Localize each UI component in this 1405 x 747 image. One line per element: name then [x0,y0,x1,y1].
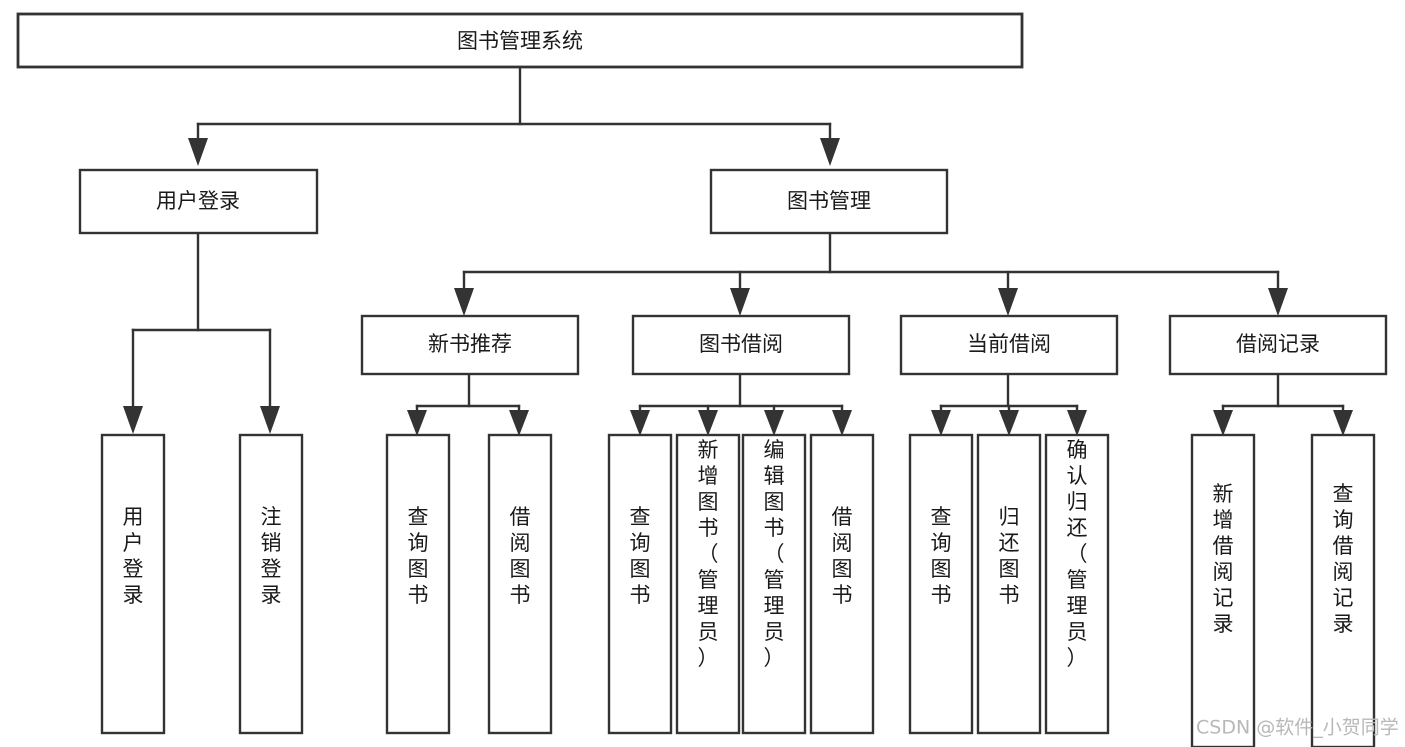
leaf-current-1-label: 查询图书 [931,505,952,607]
leaf-borrow-4[interactable]: 借阅图书 [809,433,875,735]
node-root[interactable]: 图书管理系统 [16,12,1024,69]
arrow-head-icon [454,288,474,316]
arrow-head-icon [260,406,280,434]
arrow-head-icon [1213,410,1233,436]
arrow-head-icon [998,288,1018,316]
leaf-records-1-label: 新增借阅记录 [1213,482,1234,636]
node-borrow-records-box[interactable] [1168,314,1388,376]
arrow-head-icon [999,410,1019,436]
node-current-borrow-box[interactable] [899,314,1119,376]
csdn-watermark: CSDN @软件_小贺同学 [1196,717,1399,739]
leaf-borrow-1-box[interactable] [607,433,673,735]
arrow-head-icon [832,410,852,436]
arrow-head-icon [820,138,840,166]
node-book-mgmt-label: 图书管理 [787,189,871,213]
leaf-new-books-2-label: 借阅图书 [510,505,531,607]
connector-group-records [1213,372,1353,436]
leaf-new-books-1[interactable]: 查询图书 [385,433,451,735]
connector-group-book-mgmt [454,231,1288,316]
leaf-current-2-label: 归还图书 [999,505,1020,607]
arrow-head-icon [509,410,529,436]
node-root-box[interactable] [16,12,1024,69]
leaf-borrow-3-label: 编辑图书（管理员） [764,438,785,670]
leaf-current-2-box[interactable] [976,433,1042,735]
leaf-current-3-box[interactable] [1044,433,1110,735]
arrow-head-icon [764,410,784,436]
leaf-new-books-1-label: 查询图书 [408,505,429,607]
node-borrow-box[interactable] [631,314,851,376]
node-borrow-label: 图书借阅 [699,332,783,356]
leaf-borrow-2[interactable]: 新增图书（管理员） [675,433,741,735]
leaf-user-login-1[interactable]: 用户登录 [100,433,166,735]
leaf-current-1[interactable]: 查询图书 [908,433,974,735]
leaf-borrow-2-label: 新增图书（管理员） [698,438,719,670]
node-new-books-box[interactable] [360,314,580,376]
leaf-borrow-3-box[interactable] [741,433,807,735]
leaf-user-login-1-label: 用户登录 [123,505,144,607]
leaf-user-login-2-box[interactable] [238,433,304,735]
node-new-books[interactable]: 新书推荐 [360,314,580,376]
connector-group-root [188,65,840,166]
node-borrow-records[interactable]: 借阅记录 [1168,314,1388,376]
arrow-head-icon [1333,410,1353,436]
leaf-borrow-4-label: 借阅图书 [832,505,853,607]
leaf-borrow-1-label: 查询图书 [630,505,651,607]
leaf-records-2[interactable]: 查询借阅记录 [1310,433,1376,747]
leaf-records-2-box[interactable] [1310,433,1376,747]
leaf-borrow-4-box[interactable] [809,433,875,735]
connector-group-borrow [630,372,852,436]
connector-group-new-books [407,372,529,436]
leaf-current-1-box[interactable] [908,433,974,735]
arrow-head-icon [730,288,750,316]
node-new-books-label: 新书推荐 [428,332,512,356]
node-user-login-box[interactable] [78,168,319,235]
arrow-head-icon [1268,288,1288,316]
node-borrow[interactable]: 图书借阅 [631,314,851,376]
leaf-records-1-box[interactable] [1190,433,1256,747]
node-book-mgmt[interactable]: 图书管理 [709,168,949,235]
arrow-head-icon [188,138,208,166]
connector-group-user-login [123,231,280,434]
leaf-records-1[interactable]: 新增借阅记录 [1190,433,1256,747]
arrow-head-icon [1067,410,1087,436]
leaf-new-books-2[interactable]: 借阅图书 [487,433,553,735]
arrow-head-icon [698,410,718,436]
node-borrow-records-label: 借阅记录 [1236,332,1320,356]
leaf-current-3-label: 确认归还（管理员） [1067,438,1088,670]
connector-group-current [931,372,1087,436]
arrow-head-icon [931,410,951,436]
leaf-borrow-2-box[interactable] [675,433,741,735]
node-current-borrow-label: 当前借阅 [967,332,1051,356]
arrow-head-icon [630,410,650,436]
leaf-user-login-2[interactable]: 注销登录 [238,433,304,735]
leaf-borrow-1[interactable]: 查询图书 [607,433,673,735]
leaf-borrow-3[interactable]: 编辑图书（管理员） [741,433,807,735]
node-user-login-label: 用户登录 [156,189,240,213]
leaf-user-login-2-label: 注销登录 [261,505,282,607]
node-root-label: 图书管理系统 [457,29,583,53]
leaf-user-login-1-box[interactable] [100,433,166,735]
node-current-borrow[interactable]: 当前借阅 [899,314,1119,376]
node-user-login[interactable]: 用户登录 [78,168,319,235]
leaf-records-2-label: 查询借阅记录 [1333,482,1354,636]
arrow-head-icon [407,410,427,436]
leaf-current-2[interactable]: 归还图书 [976,433,1042,735]
leaf-new-books-2-box[interactable] [487,433,553,735]
arrow-head-icon [123,406,143,434]
node-book-mgmt-box[interactable] [709,168,949,235]
leaf-current-3[interactable]: 确认归还（管理员） [1044,433,1110,735]
leaf-new-books-1-box[interactable] [385,433,451,735]
